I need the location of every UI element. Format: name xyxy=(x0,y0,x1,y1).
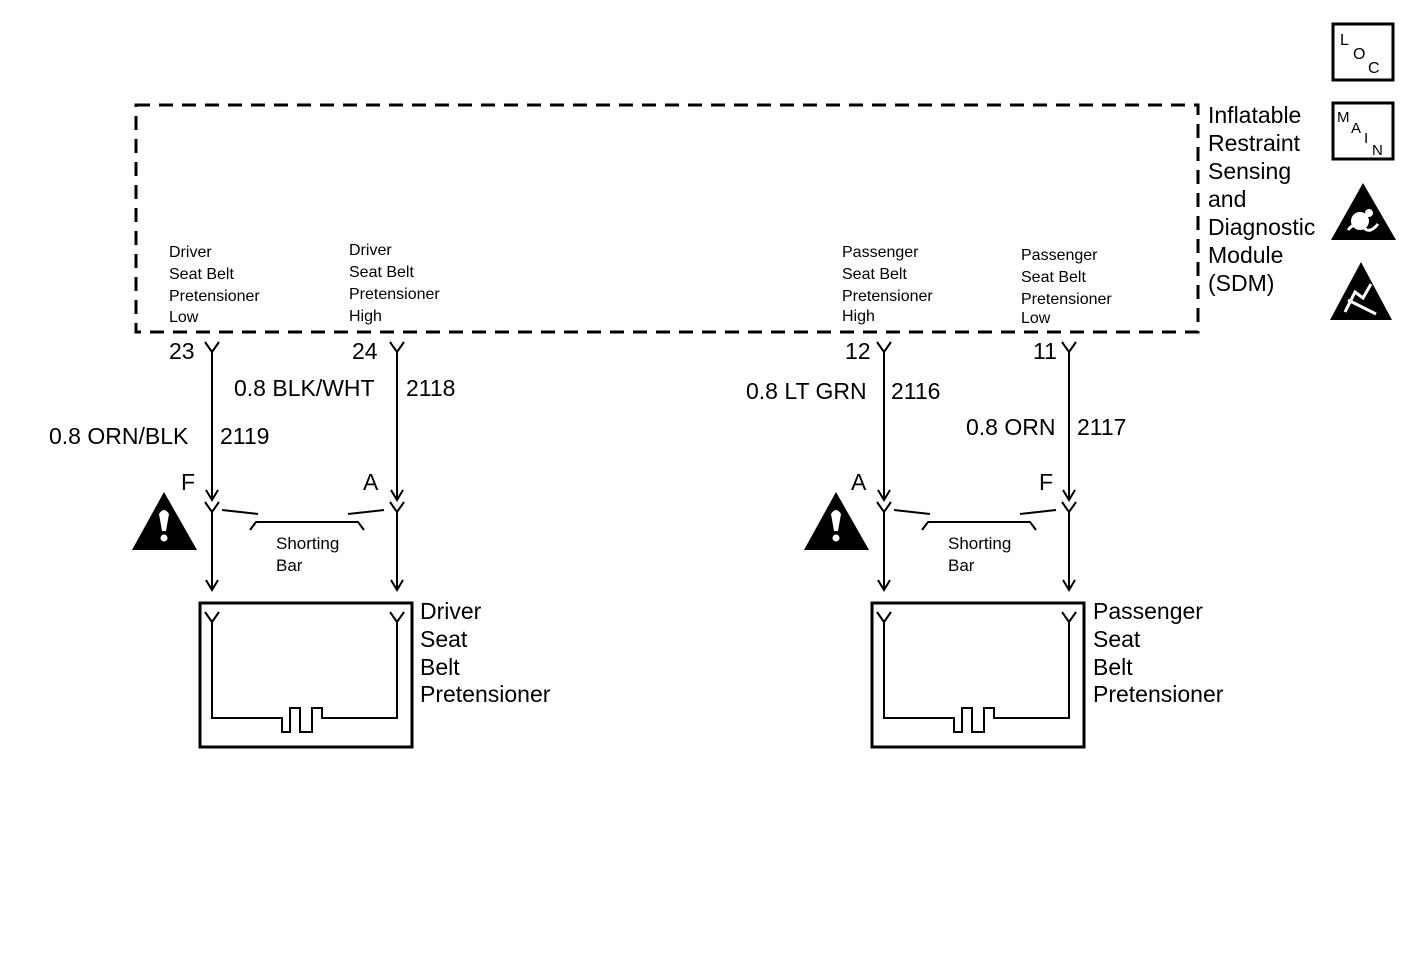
wire-color-label: 0.8 ORN/BLK xyxy=(49,423,189,449)
svg-text:Bar: Bar xyxy=(948,556,975,575)
wire-color-label: 0.8 ORN xyxy=(966,414,1055,440)
svg-text:L: L xyxy=(1340,32,1349,49)
module-pin-terminal xyxy=(389,341,405,354)
module-name-line: Module xyxy=(1208,242,1283,268)
svg-text:Seat: Seat xyxy=(420,626,468,652)
svg-text:Belt: Belt xyxy=(420,654,460,680)
svg-text:Low: Low xyxy=(1021,310,1051,327)
svg-text:Pretensioner: Pretensioner xyxy=(1093,681,1224,707)
svg-text:Seat Belt: Seat Belt xyxy=(169,266,234,283)
module-name-line: Diagnostic xyxy=(1208,214,1315,240)
module-name-line: Sensing xyxy=(1208,158,1291,184)
shorting-bar-passenger: Shorting Bar xyxy=(893,509,1057,575)
connector-terminal-letter: A xyxy=(363,469,379,495)
svg-text:I: I xyxy=(1364,130,1368,147)
airbag-warning-icon xyxy=(1331,183,1396,240)
passenger-seat-belt-pretensioner xyxy=(870,601,1086,749)
pin-number: 24 xyxy=(352,338,378,364)
svg-text:High: High xyxy=(349,308,382,325)
connector-terminal xyxy=(389,501,405,514)
svg-text:Driver: Driver xyxy=(169,244,212,261)
connector-terminal xyxy=(876,501,892,514)
module-name-line: and xyxy=(1208,186,1246,212)
sdm-module-boundary xyxy=(134,103,1200,334)
pin-number: 11 xyxy=(1033,338,1057,364)
svg-text:A: A xyxy=(1351,120,1361,137)
circuit-number: 2119 xyxy=(220,423,269,449)
circuit-number: 2117 xyxy=(1077,414,1126,440)
module-pin-terminal xyxy=(204,341,220,354)
pin-number: 12 xyxy=(845,338,871,364)
connector-arrow xyxy=(877,489,891,502)
caution-icon-driver xyxy=(132,492,197,550)
connector-arrow xyxy=(1062,489,1076,502)
component-arrow xyxy=(1062,579,1076,592)
module-name-line: Restraint xyxy=(1208,130,1301,156)
module-pin-terminal xyxy=(1061,341,1077,354)
shorting-bar-driver: Shorting Bar xyxy=(221,509,385,575)
connector-terminal-letter: F xyxy=(181,469,195,495)
wire-color-label: 0.8 LT GRN xyxy=(746,378,867,404)
svg-text:Seat: Seat xyxy=(1093,626,1141,652)
main-icon: M A I N xyxy=(1331,101,1395,161)
svg-text:Seat Belt: Seat Belt xyxy=(349,264,414,281)
connector-arrow xyxy=(390,489,404,502)
passenger-component-name: Passenger Seat Belt Pretensioner xyxy=(1093,598,1224,707)
svg-text:Bar: Bar xyxy=(276,556,303,575)
svg-text:Pretensioner: Pretensioner xyxy=(169,288,260,305)
svg-text:C: C xyxy=(1368,60,1380,77)
svg-text:N: N xyxy=(1372,142,1383,159)
pin-label-12: Passenger Seat Belt Pretensioner High xyxy=(842,244,933,325)
svg-text:M: M xyxy=(1337,109,1350,126)
svg-text:High: High xyxy=(842,308,875,325)
circuit-number: 2116 xyxy=(891,378,940,404)
pin-label-24: Driver Seat Belt Pretensioner High xyxy=(349,242,440,325)
component-arrow xyxy=(877,579,891,592)
connector-terminal xyxy=(204,501,220,514)
svg-text:Passenger: Passenger xyxy=(1093,598,1203,624)
svg-text:Driver: Driver xyxy=(420,598,482,624)
module-pin-terminal xyxy=(876,341,892,354)
connector-terminal-letter: F xyxy=(1039,469,1053,495)
circuit-number: 2118 xyxy=(406,375,455,401)
loc-icon: L O C xyxy=(1331,22,1395,82)
caution-icon-passenger xyxy=(804,492,869,550)
wire-color-label: 0.8 BLK/WHT xyxy=(234,375,375,401)
wire-group xyxy=(204,341,1077,592)
module-name-line: (SDM) xyxy=(1208,270,1274,296)
svg-text:Pretensioner: Pretensioner xyxy=(349,286,440,303)
svg-text:Driver: Driver xyxy=(349,242,392,259)
svg-text:O: O xyxy=(1353,46,1365,63)
driver-component-name: Driver Seat Belt Pretensioner xyxy=(420,598,551,707)
svg-text:Shorting: Shorting xyxy=(948,534,1011,553)
connector-terminal-letter: A xyxy=(851,469,867,495)
svg-text:Pretensioner: Pretensioner xyxy=(420,681,551,707)
esd-sensitive-icon xyxy=(1330,262,1392,320)
svg-text:Shorting: Shorting xyxy=(276,534,339,553)
svg-text:Pretensioner: Pretensioner xyxy=(842,288,933,305)
svg-text:Belt: Belt xyxy=(1093,654,1133,680)
pin-number: 23 xyxy=(169,338,195,364)
svg-text:Low: Low xyxy=(169,309,199,326)
sdm-module-name: Inflatable Restraint Sensing and Diagnos… xyxy=(1208,102,1315,296)
module-name-line: Inflatable xyxy=(1208,102,1301,128)
driver-seat-belt-pretensioner xyxy=(198,601,414,749)
pin-label-11: Passenger Seat Belt Pretensioner Low xyxy=(1021,247,1112,327)
svg-text:Passenger: Passenger xyxy=(1021,247,1098,264)
connector-arrow xyxy=(205,489,219,502)
svg-text:Pretensioner: Pretensioner xyxy=(1021,291,1112,308)
component-arrow xyxy=(390,579,404,592)
svg-text:Seat Belt: Seat Belt xyxy=(842,266,907,283)
component-arrow xyxy=(205,579,219,592)
connector-terminal xyxy=(1061,501,1077,514)
svg-text:Passenger: Passenger xyxy=(842,244,919,261)
svg-text:Seat Belt: Seat Belt xyxy=(1021,269,1086,286)
pin-label-23: Driver Seat Belt Pretensioner Low xyxy=(169,244,260,326)
